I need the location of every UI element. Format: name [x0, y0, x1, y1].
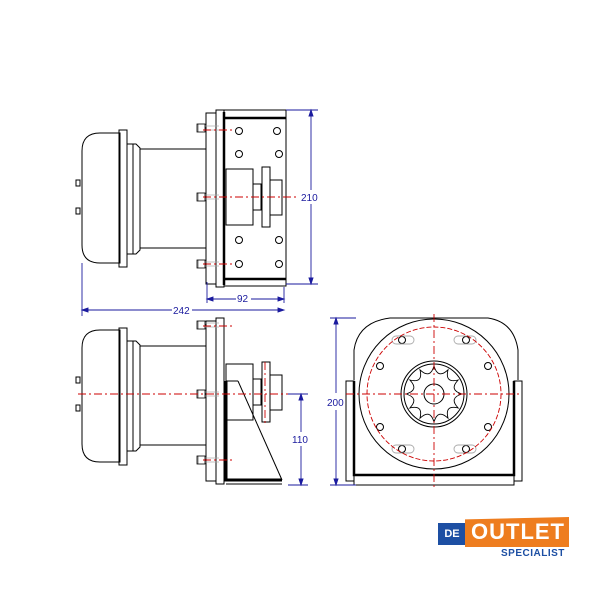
logo-de-badge: DE: [438, 523, 466, 545]
upper-centerlines: [203, 129, 296, 265]
dim-92: 92: [237, 294, 249, 305]
logo-outlet-banner: OUTLET: [465, 517, 569, 547]
dim-200: 200: [327, 398, 344, 409]
lower-side-view: [75, 317, 283, 485]
lower-centerlines: [78, 325, 290, 461]
dim-210: 210: [301, 193, 318, 204]
brand-logo: DE OUTLET SPECIALIST: [433, 514, 578, 570]
dim-242: 242: [173, 306, 190, 317]
dim-110: 110: [292, 435, 308, 446]
logo-tagline: SPECIALIST: [501, 548, 565, 559]
upper-side-view: [75, 109, 287, 288]
front-centerlines: [346, 314, 522, 490]
dimension-lines: [80, 108, 356, 487]
